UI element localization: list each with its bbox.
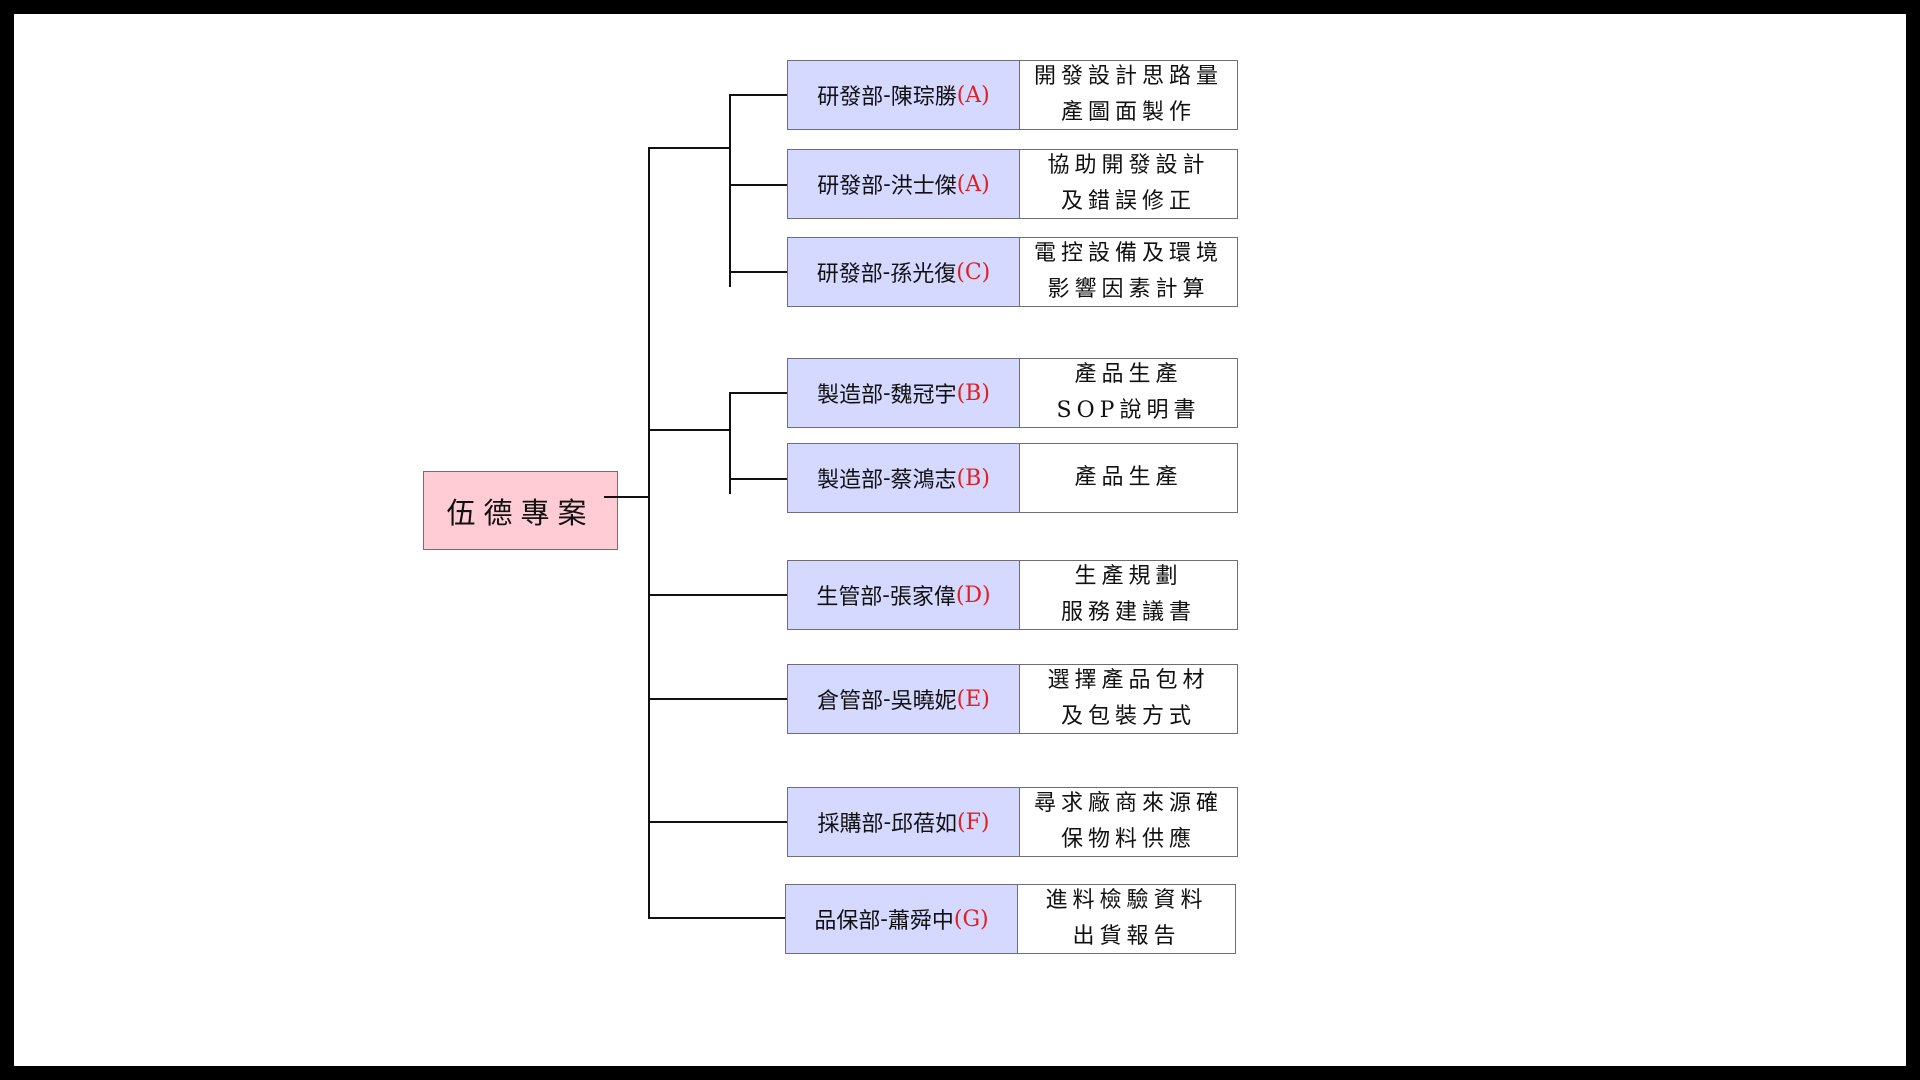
member-node: 研發部-孫光復(C) 電控設備及環境影響因素計算: [787, 237, 1238, 307]
member-label: 生管部-張家偉(D): [788, 561, 1020, 629]
connector-member-5: [729, 478, 787, 480]
member-node: 生管部-張家偉(D) 生產規劃服務建議書: [787, 560, 1238, 630]
member-task: 尋求廠商來源確保物料供應: [1020, 788, 1237, 856]
member-task: 開發設計思路量產圖面製作: [1020, 61, 1237, 129]
grade-badge: (A): [956, 82, 990, 108]
grade-badge: (A): [956, 171, 990, 197]
member-node: 倉管部-吳曉妮(E) 選擇產品包材及包裝方式: [787, 664, 1238, 734]
connector-member-2: [729, 184, 787, 186]
connector-rd-group: [648, 147, 730, 149]
member-label: 研發部-洪士傑(A): [788, 150, 1020, 218]
root-label: 伍德專案: [446, 495, 595, 530]
member-node: 採購部-邱蓓如(F) 尋求廠商來源確保物料供應: [787, 787, 1238, 857]
connector-mfg-branch: [729, 392, 731, 494]
member-label: 研發部-陳琮勝(A): [788, 61, 1020, 129]
member-node: 品保部-蕭舜中(G) 進料檢驗資料出貨報告: [785, 884, 1236, 954]
member-node: 研發部-洪士傑(A) 協助開發設計及錯誤修正: [787, 149, 1238, 219]
grade-badge: (D): [955, 582, 991, 608]
connector-root: [604, 496, 649, 498]
member-task: 進料檢驗資料出貨報告: [1018, 885, 1235, 953]
connector-trunk: [648, 147, 650, 918]
member-label: 倉管部-吳曉妮(E): [788, 665, 1020, 733]
grade-badge: (C): [956, 259, 991, 285]
member-label: 研發部-孫光復(C): [788, 238, 1020, 306]
member-task: 選擇產品包材及包裝方式: [1020, 665, 1237, 733]
member-task: 產品生產: [1020, 444, 1237, 512]
diagram-canvas: 伍德專案 研發部-陳琮勝(A) 開發設計思路量產圖面製作 研發部-洪士傑(A) …: [14, 14, 1906, 1066]
connector-rd-branch: [729, 94, 731, 287]
member-task: 電控設備及環境影響因素計算: [1020, 238, 1237, 306]
member-label: 採購部-邱蓓如(F): [788, 788, 1020, 856]
grade-badge: (G): [953, 906, 989, 932]
connector-mfg-group: [648, 429, 730, 431]
connector-member-7: [648, 698, 787, 700]
member-label: 品保部-蕭舜中(G): [786, 885, 1018, 953]
grade-badge: (F): [957, 809, 990, 835]
connector-member-6: [648, 594, 787, 596]
root-node-project: 伍德專案: [423, 471, 618, 550]
connector-member-9: [648, 917, 787, 919]
connector-member-1: [729, 94, 787, 96]
member-node: 研發部-陳琮勝(A) 開發設計思路量產圖面製作: [787, 60, 1238, 130]
member-task: 協助開發設計及錯誤修正: [1020, 150, 1237, 218]
grade-badge: (B): [956, 465, 990, 491]
connector-member-8: [648, 821, 787, 823]
grade-badge: (B): [956, 380, 990, 406]
connector-member-3: [729, 271, 787, 273]
member-label: 製造部-魏冠宇(B): [788, 359, 1020, 427]
member-task: 生產規劃服務建議書: [1020, 561, 1237, 629]
connector-member-4: [729, 392, 787, 394]
member-node: 製造部-蔡鴻志(B) 產品生產: [787, 443, 1238, 513]
member-label: 製造部-蔡鴻志(B): [788, 444, 1020, 512]
grade-badge: (E): [956, 686, 990, 712]
